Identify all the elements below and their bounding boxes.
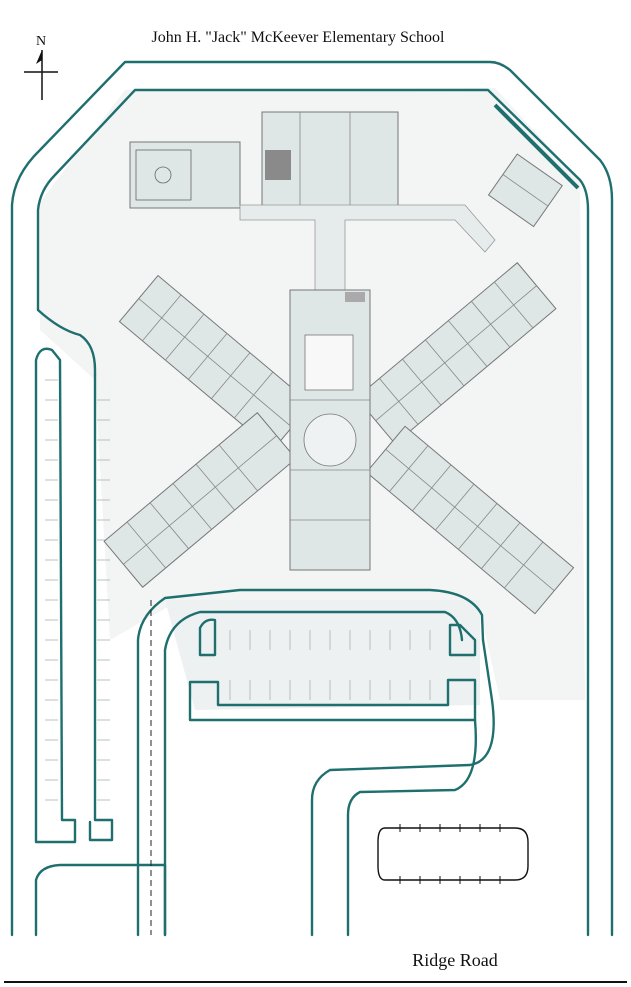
classroom-wing-northwest xyxy=(118,274,312,451)
site-roads xyxy=(10,60,614,937)
covered-walkway xyxy=(239,204,496,301)
portable-building xyxy=(487,153,563,228)
west-parking-island xyxy=(34,347,77,844)
outer-road-edge xyxy=(10,60,614,937)
south-parking-bay xyxy=(188,678,477,722)
west-parking-edge-b xyxy=(88,373,114,842)
inner-road-edge xyxy=(36,88,590,937)
lower-left-lot xyxy=(34,863,167,937)
gymnasium-building xyxy=(129,141,241,209)
east-road-edge xyxy=(493,103,580,190)
south-parking-top-right xyxy=(448,623,477,657)
east-exit-road-inner xyxy=(346,718,477,937)
classroom-wing-southwest xyxy=(103,412,297,588)
central-drive-inner xyxy=(163,610,464,937)
north-arrow-icon: N xyxy=(24,34,58,100)
east-exit-road xyxy=(310,638,495,937)
classroom-wing-southeast xyxy=(365,425,575,615)
ridge-road-label: Ridge Road xyxy=(412,950,498,970)
bus-loop xyxy=(377,827,529,881)
classroom-wing-northeast xyxy=(355,262,557,445)
map-title: John H. "Jack" McKeever Elementary Schoo… xyxy=(152,29,446,46)
west-drive-edge xyxy=(36,308,97,377)
north-letter: N xyxy=(36,34,46,49)
central-drive-west xyxy=(136,588,485,937)
school-buildings xyxy=(103,111,575,615)
south-parking-top xyxy=(198,618,217,657)
parking-stalls xyxy=(45,379,431,801)
